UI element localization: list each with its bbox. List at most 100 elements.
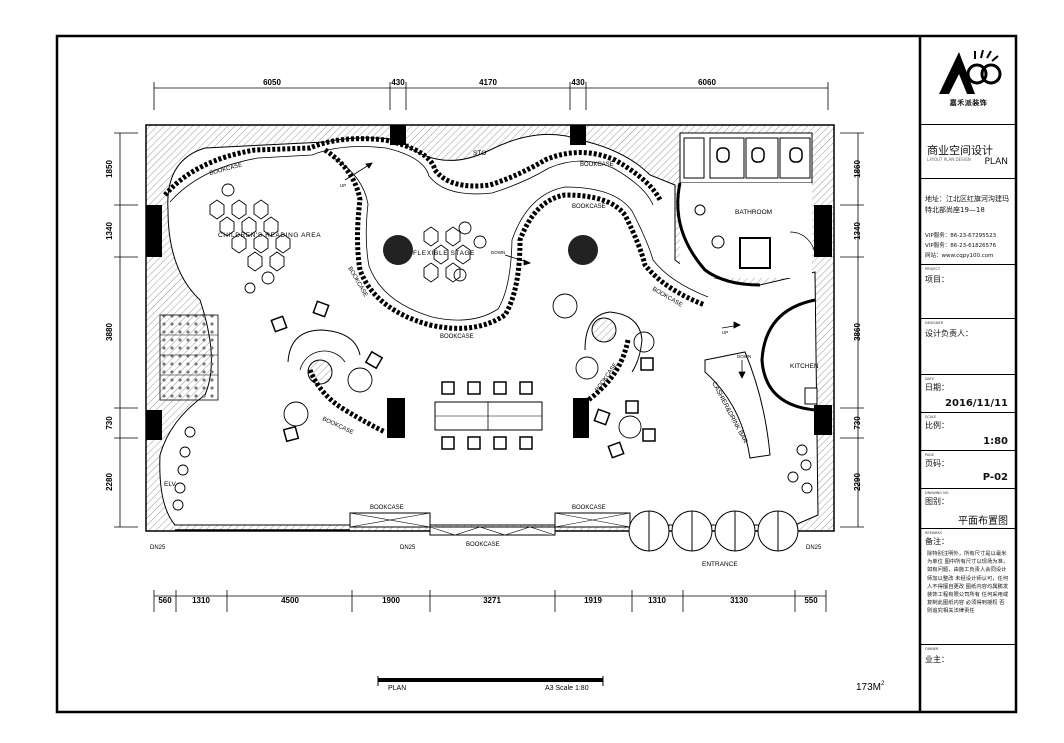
truss-bookcase-lower-right	[578, 339, 631, 408]
page-tag: PAGE	[925, 453, 935, 457]
label-dn-3: DN25	[806, 545, 822, 551]
remark-tag: REMARKS	[925, 531, 943, 535]
designer-tag: DESIGNER	[925, 321, 944, 325]
page-label: 页码：	[925, 459, 949, 468]
drawing-tag: DRAWING NO.	[925, 491, 950, 495]
company-website: 网站：www.cqpy100.com	[925, 253, 994, 259]
date-tag: DATE	[925, 377, 935, 381]
dim-bottom-9: 550	[804, 596, 818, 605]
bathroom-curved-wall	[676, 182, 761, 287]
scale-value: 1:80	[983, 436, 1008, 447]
armchairs	[270, 300, 656, 459]
structural-columns	[146, 125, 832, 440]
dim-right-3: 3860	[853, 323, 862, 341]
title-cn: 商业空间设计	[927, 144, 993, 157]
title-block: 嘉禾派装饰 商业空间设计 LAYOUT PLAN DESIGN PLAN 地址：…	[921, 36, 1016, 712]
label-bookcase-5: BOOKCASE	[440, 334, 474, 340]
label-up-2: UP	[722, 330, 728, 335]
company-address: 地址：江北区红旗河沟建玛特北部尚座19—18	[925, 195, 1009, 214]
dim-bottom-4: 1900	[382, 596, 400, 605]
dim-top-4: 430	[571, 78, 585, 87]
stair-arrows	[344, 162, 746, 379]
stage-pillar-left	[383, 235, 413, 265]
vip-phone-2: VIP服务：86-23-61826576	[925, 243, 997, 249]
entrance-revolving-doors	[628, 510, 799, 552]
title-sub: LAYOUT PLAN DESIGN	[927, 157, 971, 162]
designer-label: 设计负责人：	[925, 329, 973, 338]
date-value: 2016/11/11	[945, 398, 1008, 409]
dim-right-1: 1860	[853, 160, 862, 178]
owner-label: 业主：	[925, 655, 949, 664]
dim-bottom-2: 1310	[192, 596, 210, 605]
logo-text: 嘉禾派装饰	[949, 99, 988, 107]
dim-top-2: 430	[391, 78, 405, 87]
dimension-lines	[114, 82, 864, 612]
label-entrance: ENTRANCE	[702, 561, 738, 568]
scale-bar-scale: A3 Scale 1:80	[545, 685, 589, 692]
dim-left-1: 1850	[105, 160, 114, 178]
owner-tag: OWNER	[925, 647, 939, 651]
dim-left-3: 3880	[105, 323, 114, 341]
scale-label: 比例：	[925, 421, 949, 430]
page-value: P-02	[982, 472, 1008, 483]
kitchen-curved-wall	[760, 298, 816, 412]
label-childrens-area: CHILDREN'S READING AREA	[218, 232, 321, 239]
label-bookcase-2: BOOKCASE	[580, 162, 614, 168]
dim-right-5: 2290	[853, 473, 862, 491]
label-dn-1: DN25	[150, 545, 166, 551]
drawing-border	[55, 34, 1018, 714]
scale-bar-plan: PLAN	[388, 685, 406, 692]
dim-bottom-6: 1919	[584, 596, 602, 605]
dim-top-3: 4170	[479, 78, 497, 87]
bathroom-fixture	[739, 237, 771, 269]
remark-label: 备注：	[925, 537, 949, 546]
label-bookcase-10: BOOKCASE	[572, 505, 606, 511]
vip-phone-1: VIP服务：86-23-67295523	[925, 233, 997, 239]
label-flexible-stage: FLEXIBLE STAGE	[413, 250, 475, 257]
dim-left-2: 1340	[105, 222, 114, 240]
stair-platform	[159, 314, 219, 401]
label-bookcase-3: BOOKCASE	[572, 204, 606, 210]
bottom-bookcases	[349, 512, 631, 536]
round-stools	[172, 183, 813, 511]
cashier-bar-counter	[704, 351, 771, 459]
toilet-stalls	[683, 137, 811, 179]
title-en: PLAN	[984, 157, 1008, 167]
company-contact: VIP服务：86-23-67295523 VIP服务：86-23-6182657…	[925, 231, 1015, 261]
dim-left-5: 2280	[105, 473, 114, 491]
label-down-2: DOWN	[737, 354, 751, 359]
label-bookcase-11: BOOKCASE	[466, 542, 500, 548]
table-chairs	[441, 381, 533, 450]
dim-top-5: 6060	[698, 78, 716, 87]
dim-bottom-7: 1310	[648, 596, 666, 605]
label-dn-2: DN25	[400, 545, 416, 551]
date-label: 日期：	[925, 383, 949, 392]
remark-text: 除特别注明外，所有尺寸是以毫米为单位 图中所有尺寸以现场为准，如有问题，由施工负…	[927, 551, 1009, 615]
drawing-label: 图别：	[925, 497, 949, 506]
dim-left-4: 730	[105, 416, 114, 430]
label-sto: STO	[473, 150, 486, 157]
scale-tag: SCALE	[925, 415, 937, 419]
dim-bottom-5: 3271	[483, 596, 501, 605]
stage-pillar-right	[568, 235, 598, 265]
dim-top-1: 6050	[263, 78, 281, 87]
dim-bottom-1: 560	[158, 596, 172, 605]
label-bookcase-9: BOOKCASE	[370, 505, 404, 511]
dim-bottom-8: 3130	[730, 596, 748, 605]
project-tag: PROJECT	[925, 267, 941, 271]
hexagon-seats	[209, 199, 471, 283]
dim-right-2: 1340	[853, 222, 862, 240]
project-label: 项目：	[925, 275, 949, 284]
label-bathroom: BATHROOM	[735, 209, 772, 216]
label-down-1: DOWN	[491, 250, 505, 255]
label-up-1: UP	[340, 183, 346, 188]
truss-bookcase-top	[163, 136, 663, 202]
company-logo: 嘉禾派装饰	[921, 36, 1016, 125]
drawing-value: 平面布置图	[958, 516, 1008, 527]
dim-bottom-3: 4500	[281, 596, 299, 605]
scale-bar: PLAN A3 Scale 1:80	[377, 676, 604, 692]
drawing-title: 商业空间设计 LAYOUT PLAN DESIGN PLAN	[921, 128, 1016, 179]
dim-right-4: 730	[853, 416, 862, 430]
label-kitchen: KITCHEN	[790, 363, 819, 370]
